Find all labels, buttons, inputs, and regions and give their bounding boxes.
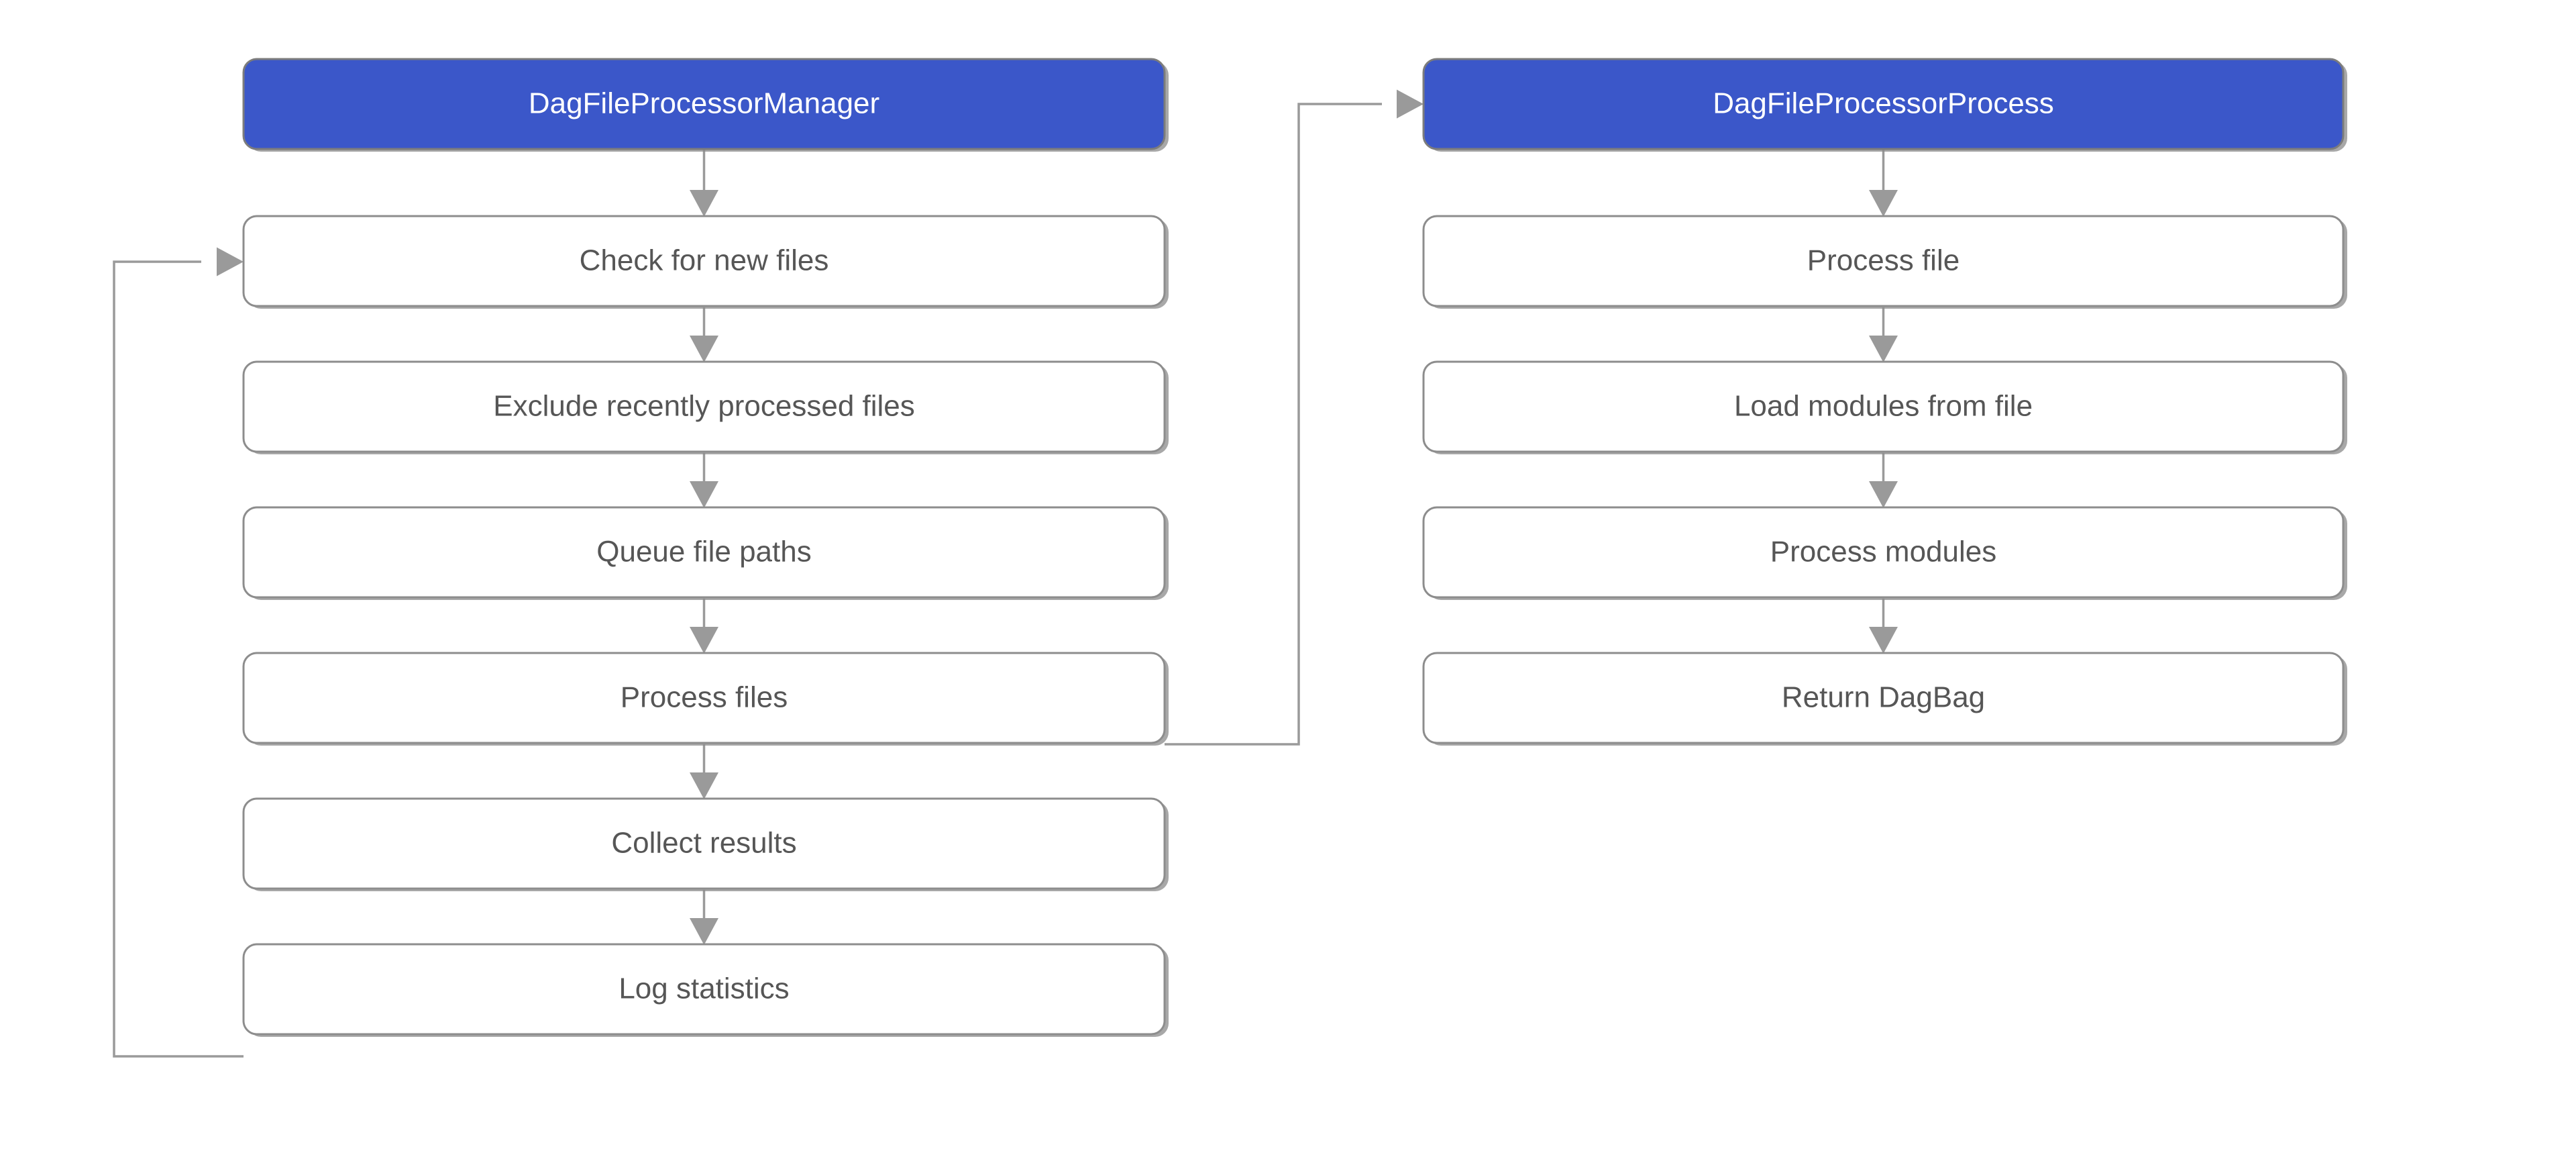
edge-load-modules-to-process-modules [1869,453,1898,508]
node-label: Process file [1807,244,1960,277]
node-check-for-new-files[interactable]: Check for new files [242,215,1169,309]
node-label: Collect results [611,827,796,860]
node-label: Process files [621,681,788,714]
edge-log-to-check-loop [113,247,244,1058]
node-dag-file-processor-manager[interactable]: DagFileProcessorManager [242,58,1169,152]
edge-layer [113,89,1898,1058]
node-return-dagbag[interactable]: Return DagBag [1422,652,2347,746]
node-label: Queue file paths [596,536,811,568]
edge-process-modules-to-return-dagbag [1869,599,1898,654]
node-label: Check for new files [580,244,829,277]
process-column: DagFileProcessorProcess Process file Loa… [1422,58,2347,746]
node-label: DagFileProcessorProcess [1713,87,2054,120]
edge-processor-process-to-process-file [1869,149,1898,217]
node-log-statistics[interactable]: Log statistics [242,943,1169,1037]
node-label: Return DagBag [1782,681,1985,714]
node-label: Load modules from file [1734,390,2033,423]
manager-column: DagFileProcessorManager Check for new fi… [242,58,1169,1037]
node-label: Log statistics [619,972,789,1005]
node-process-files[interactable]: Process files [242,652,1169,746]
node-dag-file-processor-process[interactable]: DagFileProcessorProcess [1422,58,2347,152]
node-queue-file-paths[interactable]: Queue file paths [242,506,1169,600]
edge-check-to-exclude [690,307,718,362]
node-exclude-recently-processed-files[interactable]: Exclude recently processed files [242,360,1169,454]
node-process-file[interactable]: Process file [1422,215,2347,309]
node-label: Exclude recently processed files [493,390,915,423]
edge-exclude-to-queue [690,453,718,508]
node-load-modules-from-file[interactable]: Load modules from file [1422,360,2347,454]
edge-process-file-to-load-modules [1869,307,1898,362]
edge-collect-to-log [690,890,718,945]
node-collect-results[interactable]: Collect results [242,797,1169,891]
edge-queue-to-process-files [690,599,718,654]
node-label: Process modules [1770,536,1996,568]
edge-process-files-to-processor-process [1165,89,1424,746]
node-process-modules[interactable]: Process modules [1422,506,2347,600]
edge-process-files-to-collect [690,744,718,799]
edge-manager-to-check [690,149,718,217]
node-label: DagFileProcessorManager [529,87,879,120]
